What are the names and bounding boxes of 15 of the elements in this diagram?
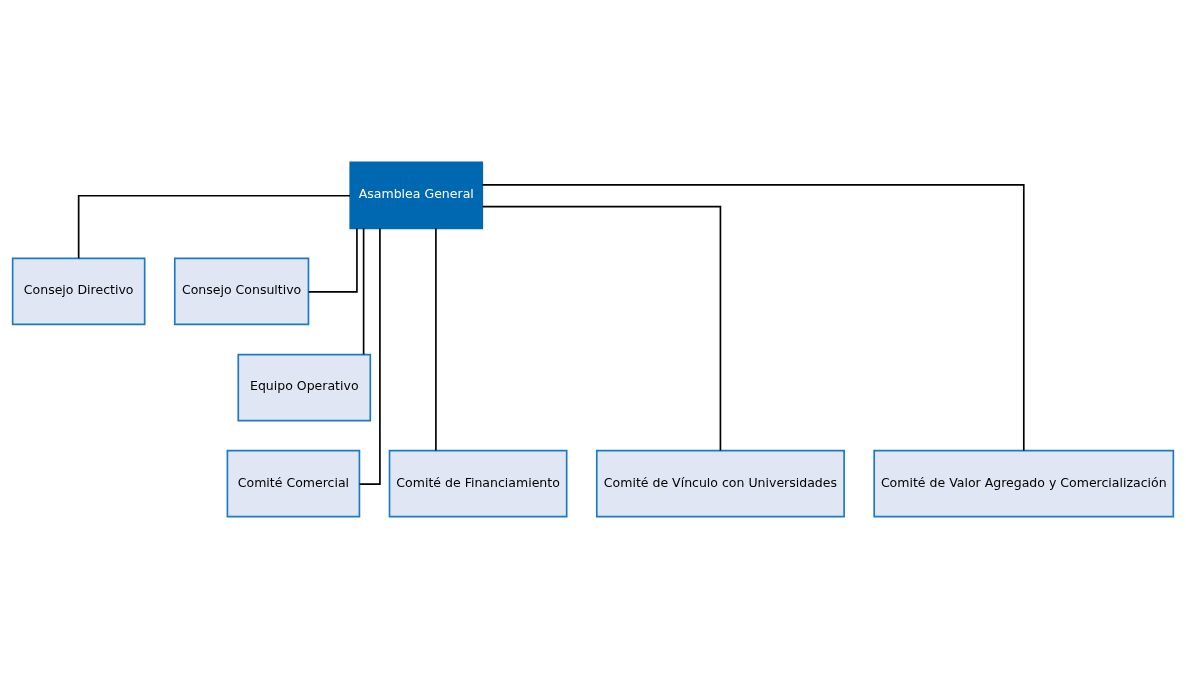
node-box: Comité de Vínculo con Universidades	[595, 449, 845, 517]
connector	[362, 227, 365, 355]
node-box: Comité de Valor Agregado y Comercialización	[873, 449, 1175, 517]
node-box: Asamblea General	[349, 161, 484, 229]
connector	[307, 227, 358, 293]
connector	[435, 227, 437, 451]
connector	[358, 227, 381, 485]
node-box: Consejo Consultivo	[173, 257, 310, 325]
connector	[481, 205, 722, 451]
node-box: Comité Comercial	[226, 449, 361, 517]
node-box: Comité de Financiamiento	[388, 449, 568, 517]
node-box: Equipo Operativo	[237, 353, 372, 421]
node-box: Consejo Directivo	[11, 257, 146, 325]
connector	[77, 194, 351, 259]
connector	[481, 183, 1025, 451]
